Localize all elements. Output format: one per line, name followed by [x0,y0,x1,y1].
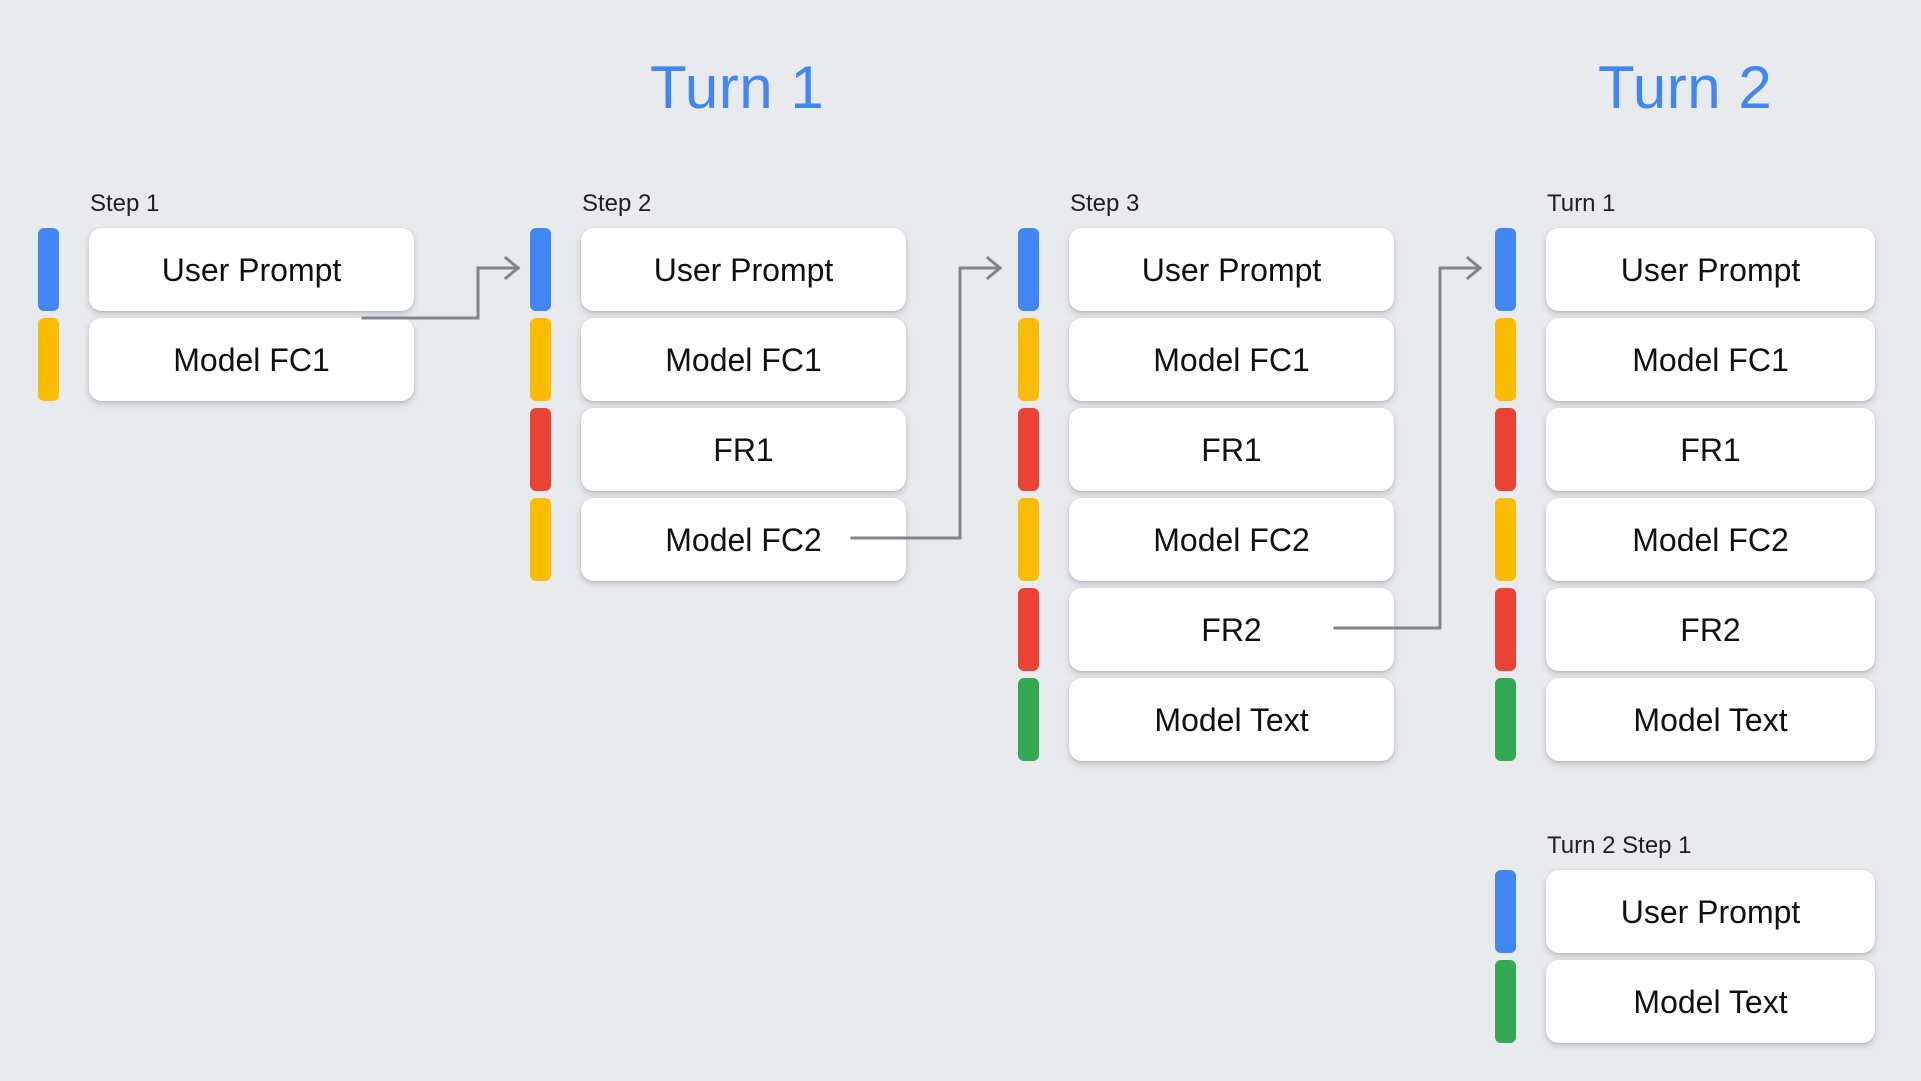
turn-2-title: Turn 2 [1598,54,1773,121]
message-row: User Prompt [530,228,906,311]
message-card[interactable]: Model FC2 [1546,498,1875,581]
message-row: Model FC2 [1495,498,1875,581]
role-color-bar-red [1495,408,1516,491]
role-color-bar-yellow [1018,318,1039,401]
role-color-bar-red [530,408,551,491]
message-card[interactable]: User Prompt [581,228,906,311]
message-card[interactable]: Model Text [1546,960,1875,1043]
connector-step1-to-step2-icon [361,255,521,320]
message-row: FR2 [1495,588,1875,671]
role-color-bar-blue [530,228,551,311]
turn-1-title: Turn 1 [650,54,825,121]
message-card[interactable]: Model FC2 [581,498,906,581]
message-card[interactable]: Model FC1 [1069,318,1394,401]
message-card[interactable]: FR1 [1069,408,1394,491]
message-row: Model Text [1495,678,1875,761]
column-label-turn2-turn1: Turn 1 [1547,190,1616,217]
message-row: Model FC1 [1018,318,1394,401]
message-row: Model FC2 [1018,498,1394,581]
role-color-bar-yellow [530,498,551,581]
message-card[interactable]: FR1 [1546,408,1875,491]
message-card[interactable]: Model Text [1069,678,1394,761]
role-color-bar-green [1495,960,1516,1043]
column-label-step-3: Step 3 [1070,190,1140,217]
role-color-bar-red [1018,588,1039,671]
message-row: Model Text [1018,678,1394,761]
message-row: User Prompt [38,228,414,311]
message-card[interactable]: User Prompt [1546,870,1875,953]
message-card[interactable]: FR2 [1546,588,1875,671]
role-color-bar-yellow [1495,498,1516,581]
message-row: Model Text [1495,960,1875,1043]
message-row: FR1 [530,408,906,491]
message-row: FR1 [1018,408,1394,491]
role-color-bar-green [1495,678,1516,761]
column-label-step-1: Step 1 [90,190,160,217]
role-color-bar-blue [1495,228,1516,311]
role-color-bar-red [1495,588,1516,671]
role-color-bar-yellow [1018,498,1039,581]
message-row: User Prompt [1495,870,1875,953]
column-label-turn2-step1: Turn 2 Step 1 [1547,832,1692,859]
message-row: User Prompt [1018,228,1394,311]
role-color-bar-blue [38,228,59,311]
message-card[interactable]: Model FC2 [1069,498,1394,581]
role-color-bar-yellow [38,318,59,401]
message-card[interactable]: User Prompt [1546,228,1875,311]
message-card[interactable]: FR1 [581,408,906,491]
message-row: Model FC1 [530,318,906,401]
message-row: FR1 [1495,408,1875,491]
role-color-bar-green [1018,678,1039,761]
role-color-bar-blue [1495,870,1516,953]
message-card[interactable]: Model FC1 [581,318,906,401]
message-row: Model FC1 [38,318,414,401]
message-card[interactable]: User Prompt [1069,228,1394,311]
message-row: FR2 [1018,588,1394,671]
connector-step3-to-turn2-icon [1333,255,1483,630]
message-row: User Prompt [1495,228,1875,311]
message-card[interactable]: Model FC1 [89,318,414,401]
role-color-bar-yellow [530,318,551,401]
message-card[interactable]: Model FC1 [1546,318,1875,401]
message-row: Model FC1 [1495,318,1875,401]
role-color-bar-blue [1018,228,1039,311]
message-card[interactable]: FR2 [1069,588,1394,671]
role-color-bar-red [1018,408,1039,491]
column-label-step-2: Step 2 [582,190,652,217]
role-color-bar-yellow [1495,318,1516,401]
message-card[interactable]: Model Text [1546,678,1875,761]
message-card[interactable]: User Prompt [89,228,414,311]
connector-step2-to-step3-icon [850,255,1003,540]
message-row: Model FC2 [530,498,906,581]
